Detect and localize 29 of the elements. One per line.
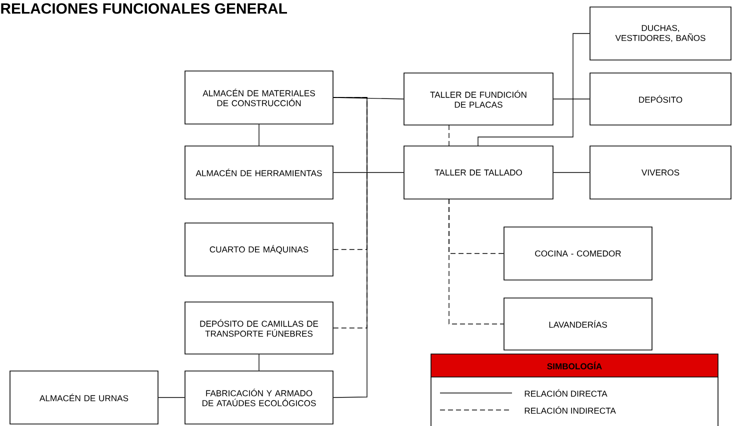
room-box: LAVANDERÍAS	[504, 298, 652, 350]
room-box: TALLER DE FUNDICIÓN DE PLACAS	[404, 72, 554, 126]
room-box: DUCHAS, VESTIDORES, BAÑOS	[590, 6, 732, 60]
connector-line	[158, 397, 185, 398]
room-box: FABRICACIÓN Y ARMADO DE ATAÚDES ECOLÓGICOS	[184, 370, 334, 424]
connector-line	[258, 354, 260, 371]
connector-line	[478, 33, 590, 146]
room-box: VIVEROS	[590, 146, 732, 200]
title: RELACIONES FUNCIONALES GENERAL	[1, 3, 287, 14]
room-box: ALMACÉN DE HERRAMIENTAS	[184, 146, 334, 200]
connector-line	[448, 124, 450, 146]
room-box: TALLER DE TALLADO	[404, 146, 554, 200]
room-box: DEPÓSITO DE CAMILLAS DE TRANSPORTE FÚNEBRES	[184, 302, 334, 354]
room-box: ALMACÉN DE URNAS	[10, 370, 158, 424]
connector-line	[333, 97, 368, 250]
room-box: DEPÓSITO	[590, 72, 732, 126]
connector-line	[333, 172, 404, 173]
connector-line	[333, 97, 368, 328]
connector-line	[333, 97, 368, 398]
legend-text: RELACIÓN INDIRECTA	[524, 406, 616, 414]
connector-line	[258, 124, 260, 146]
connector-line	[553, 172, 590, 173]
connector-line	[553, 98, 590, 100]
legend-header: SIMBOLOGÍA	[430, 354, 718, 378]
connector-line	[448, 198, 504, 324]
legend-text: RELACIÓN DIRECTA	[524, 389, 608, 397]
room-box: COCINA - COMEDOR	[504, 226, 652, 280]
room-box: ALMACÉN DE MATERIALES DE CONSTRUCCIÓN	[184, 70, 334, 124]
room-box: CUARTO DE MÁQUINAS	[184, 222, 334, 276]
